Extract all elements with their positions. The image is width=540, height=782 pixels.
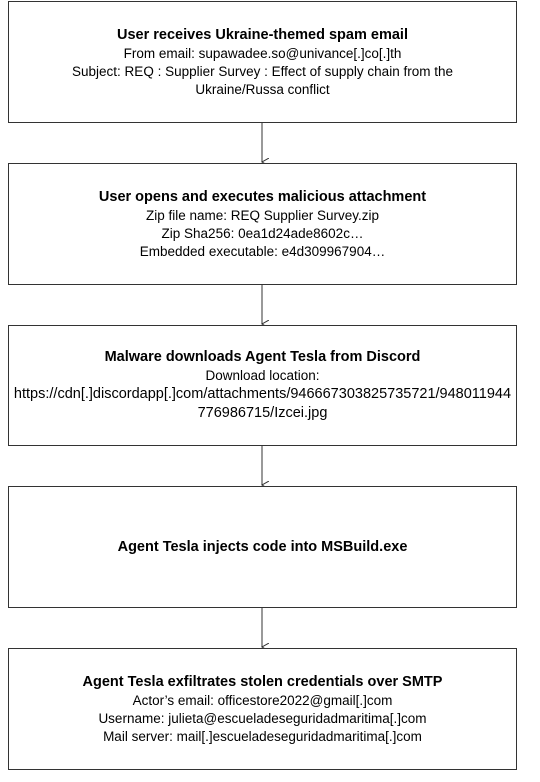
- step-box-msbuild-injection: Agent Tesla injects code into MSBuild.ex…: [8, 486, 517, 608]
- step-detail-line: Actor’s email: officestore2022@gmail[.]c…: [132, 692, 393, 708]
- step-title: Agent Tesla exfiltrates stolen credentia…: [82, 673, 443, 690]
- step-detail-line: Username: julieta@escueladeseguridadmari…: [98, 710, 427, 726]
- step-detail-line: Embedded executable: e4d309967904…: [139, 243, 386, 259]
- step-detail-line: Download location:: [205, 368, 320, 383]
- step-box-discord-download: Malware downloads Agent Tesla from Disco…: [8, 325, 517, 446]
- step-detail-line: From email: supawadee.so@univance[.]co[.…: [123, 45, 402, 61]
- step-title: Agent Tesla injects code into MSBuild.ex…: [117, 538, 408, 555]
- step-box-spam-email: User receives Ukraine-themed spam email …: [8, 1, 517, 123]
- step-title: User receives Ukraine-themed spam email: [117, 26, 408, 43]
- step-detail-line: Zip Sha256: 0ea1d24ade8602c…: [161, 225, 364, 241]
- step-box-malicious-attachment: User opens and executes malicious attach…: [8, 163, 517, 285]
- step-title: User opens and executes malicious attach…: [98, 188, 427, 205]
- step-box-smtp-exfiltration: Agent Tesla exfiltrates stolen credentia…: [8, 648, 517, 770]
- step-detail-line: Zip file name: REQ Supplier Survey.zip: [145, 207, 380, 223]
- step-title: Malware downloads Agent Tesla from Disco…: [104, 349, 421, 365]
- download-url: https://cdn[.]discordapp[.]com/attachmen…: [13, 386, 512, 421]
- step-detail-line: Mail server: mail[.]escueladeseguridadma…: [103, 728, 422, 744]
- step-detail-line: Subject: REQ : Supplier Survey : Effect …: [72, 63, 453, 79]
- step-detail-line: Ukraine/Russa conflict: [195, 81, 330, 97]
